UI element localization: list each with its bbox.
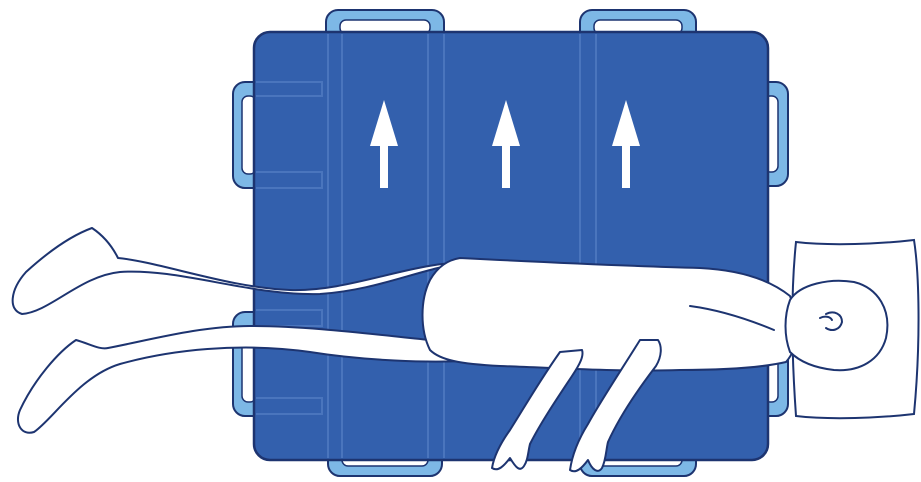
patient-head	[786, 281, 888, 370]
transfer-mat	[254, 32, 768, 460]
patient-torso	[423, 258, 798, 371]
mat-body	[254, 32, 768, 460]
